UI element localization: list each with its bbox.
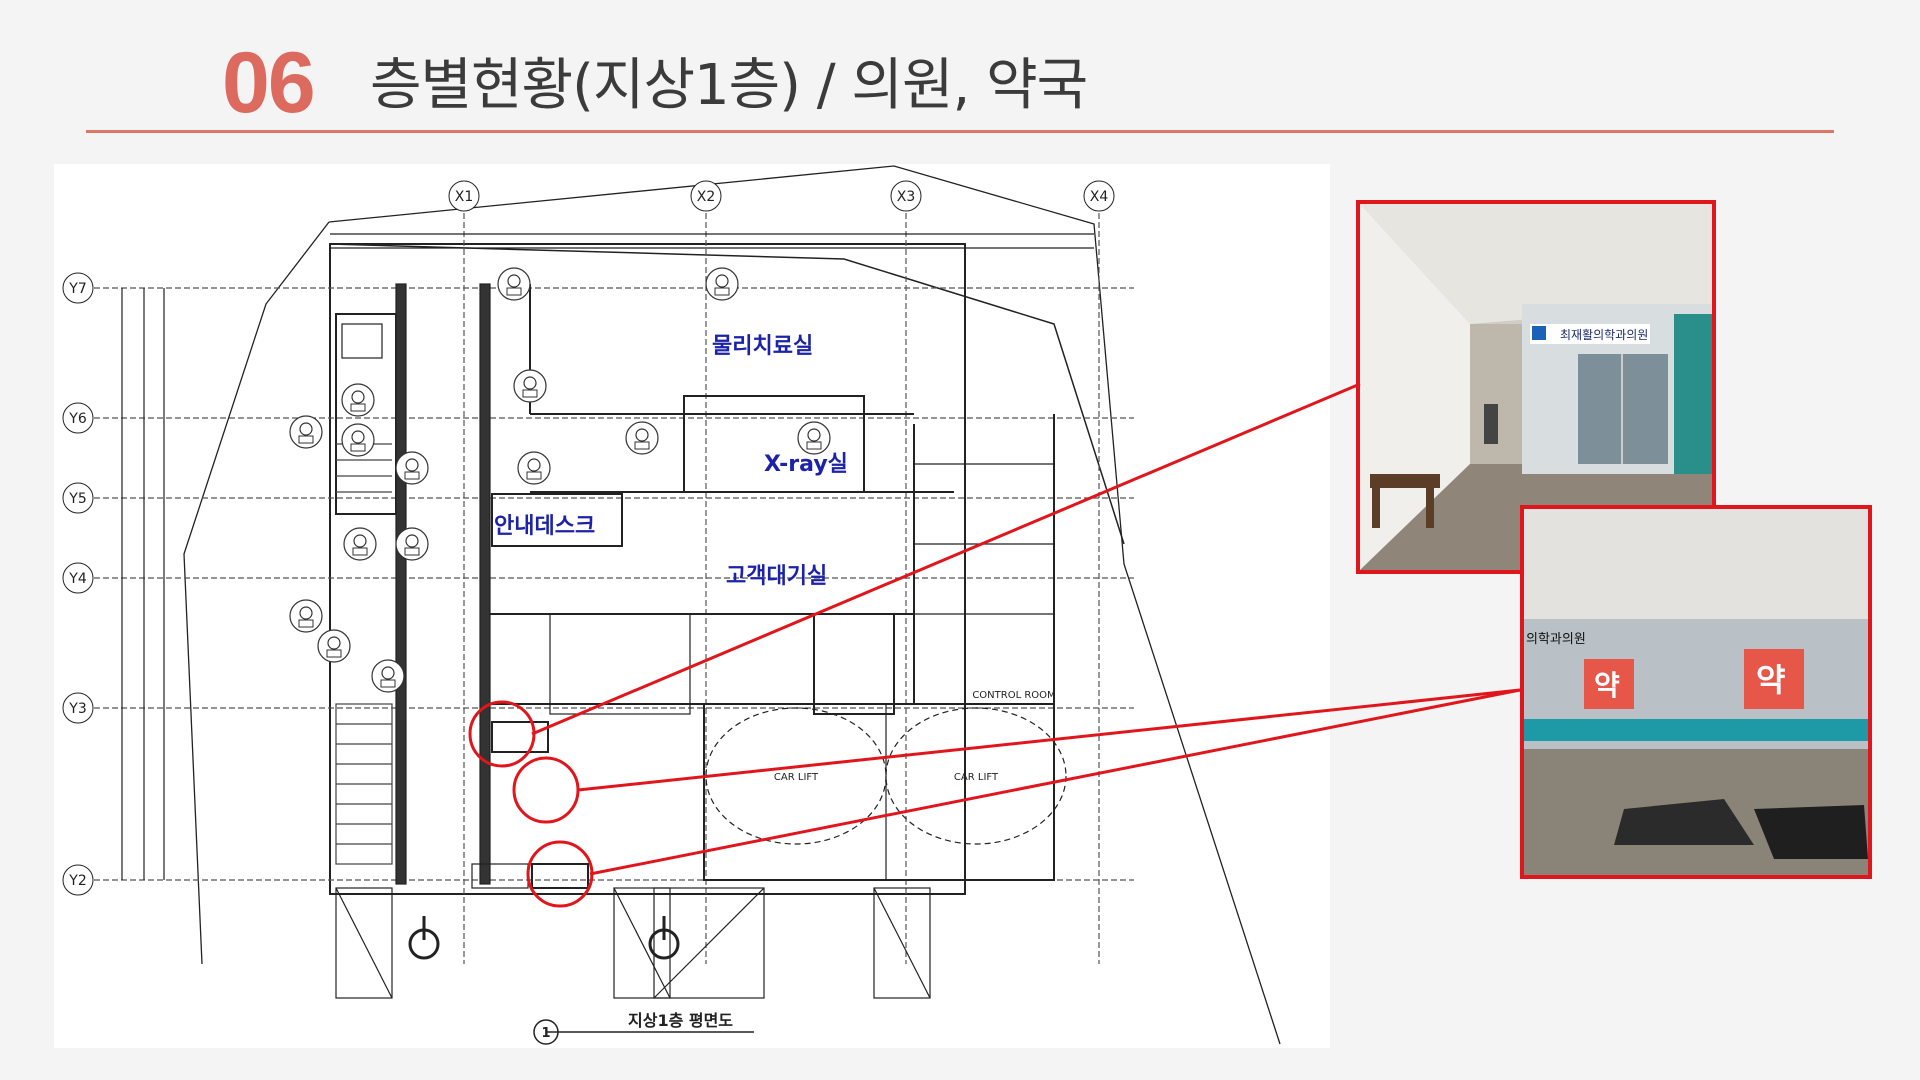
floor-plan-drawing: X1 X2 X3 X4 Y7 Y6 Y5 Y4 Y3 Y2 xyxy=(62,165,1281,1045)
car-lift-label-2: CAR LIFT xyxy=(954,772,999,783)
title-divider xyxy=(86,130,1834,133)
floor-plan: X1 X2 X3 X4 Y7 Y6 Y5 Y4 Y3 Y2 xyxy=(54,164,1330,1048)
grid-label-x2: X2 xyxy=(697,189,716,205)
caption-number: 1 xyxy=(541,1026,550,1041)
grid-label-y4: Y4 xyxy=(68,571,87,587)
room-label-physio: 물리치료실 xyxy=(712,334,814,359)
section-number: 06 xyxy=(222,35,316,131)
clinic-entrance-photo: 최재활의학과의원 xyxy=(1356,200,1716,574)
cctv-camera-icon xyxy=(371,659,405,693)
grid-label-x3: X3 xyxy=(897,189,916,205)
pharmacy-char-2: 약 xyxy=(1756,661,1785,699)
cctv-camera-icon xyxy=(395,527,429,561)
cctv-camera-icon xyxy=(343,527,377,561)
grid-label-y6: Y6 xyxy=(68,411,87,427)
grid-label-x1: X1 xyxy=(455,189,474,205)
pharmacy-sign-text: 의학과의원 xyxy=(1526,632,1586,647)
grid-label-y2: Y2 xyxy=(68,873,86,889)
cctv-camera-icon xyxy=(341,383,375,417)
page-title: 층별현황(지상1층) / 의원, 약국 xyxy=(370,53,1088,118)
grid-label-x4: X4 xyxy=(1090,189,1109,205)
cctv-camera-icon xyxy=(341,423,375,457)
car-lift-label-1: CAR LIFT xyxy=(774,772,819,783)
grid-label-y5: Y5 xyxy=(68,491,86,507)
room-label-waiting: 고객대기실 xyxy=(726,564,828,589)
room-label-info-desk: 안내데스크 xyxy=(494,514,596,539)
room-label-xray: X-ray실 xyxy=(764,452,848,477)
cctv-camera-icon xyxy=(705,267,739,301)
cctv-camera-icon xyxy=(395,451,429,485)
grid-label-y3: Y3 xyxy=(68,701,86,717)
control-room-label: CONTROL ROOM xyxy=(972,690,1055,701)
cctv-camera-icon xyxy=(289,599,323,633)
cctv-camera-icon xyxy=(517,451,551,485)
clinic-sign-text: 최재활의학과의원 xyxy=(1560,328,1648,342)
cctv-camera-icon xyxy=(625,421,659,455)
cctv-camera-icon xyxy=(317,629,351,663)
cctv-camera-icon xyxy=(513,369,547,403)
cctv-camera-icon xyxy=(289,415,323,449)
pharmacy-char-1: 약 xyxy=(1594,669,1620,702)
floor-plan-caption: 지상1층 평면도 xyxy=(628,1011,733,1030)
cctv-camera-icon xyxy=(497,267,531,301)
pharmacy-entrance-photo: 의학과의원 약 약 xyxy=(1520,505,1872,879)
grid-label-y7: Y7 xyxy=(68,281,86,297)
